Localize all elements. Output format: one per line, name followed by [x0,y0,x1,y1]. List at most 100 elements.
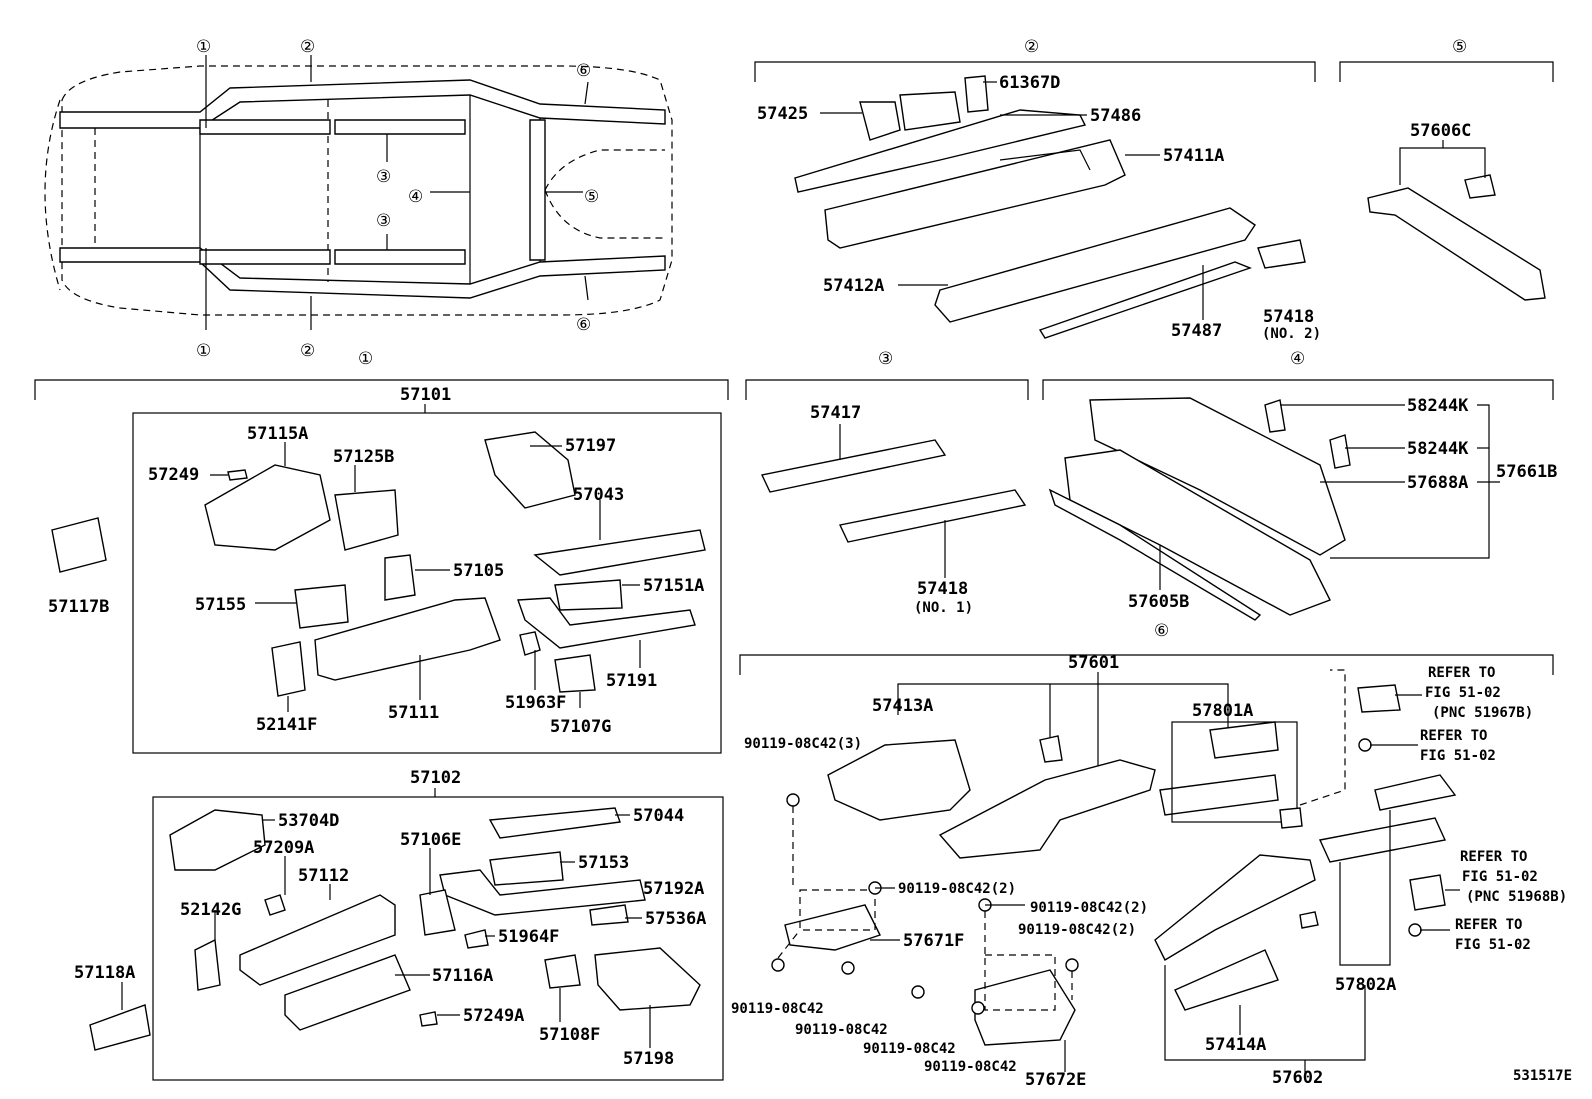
label-57487: 57487 [1171,321,1222,341]
group-1-lower: 57102 57118A 53704 [74,768,724,1081]
refer-note-1-line-1: REFER TO [1428,665,1495,681]
label-51963F: 51963F [505,693,566,713]
label-57412A: 57412A [823,276,884,296]
refer-note-1-line-3: (PNC 51967B) [1432,705,1533,721]
group-4: ④ 58244K 58244K 57688A 57661B 57605B [1042,349,1557,621]
label-58244K-1: 58244K [1407,396,1469,416]
group-6-index: ⑥ [1154,621,1169,641]
label-57418-no1: 57418 [917,579,968,599]
label-57209A: 57209A [253,838,314,858]
label-57601: 57601 [1068,653,1119,673]
group-3: ③ 57417 57418 (NO. 1) [745,349,1029,616]
index-4-frame: ④ [408,187,423,207]
group-3-index: ③ [878,349,893,369]
label-57425: 57425 [757,104,808,124]
label-57044: 57044 [633,806,684,826]
label-57418-no2: 57418 [1263,307,1314,327]
index-6-bottom: ⑥ [576,315,591,335]
label-bolt-b: 90119-08C42 [795,1022,888,1038]
refer-note-3-line-3: (PNC 51968B) [1466,889,1567,905]
diagram-id: 531517E [1513,1068,1572,1084]
label-57671F: 57671F [903,931,964,951]
label-no2: (NO. 2) [1262,326,1321,342]
label-57688A: 57688A [1407,473,1468,493]
label-57801A: 57801A [1192,701,1253,721]
label-bolt-2b: 90119-08C42(2) [1030,900,1148,916]
refer-note-1-line-2: FIG 51-02 [1425,685,1501,701]
index-3-upper: ③ [376,167,391,187]
index-6-top: ⑥ [576,61,591,81]
group-5-index: ⑤ [1452,37,1467,57]
label-52141F: 52141F [256,715,317,735]
label-57661B: 57661B [1496,462,1557,482]
label-57107G: 57107G [550,717,611,737]
label-53704D: 53704D [278,811,339,831]
label-57151A: 57151A [643,576,704,596]
label-57117B: 57117B [48,597,109,617]
vehicle-frame-overview: ① ② ⑥ ③ ④ ⑤ ③ ⑥ ① ② [44,37,673,361]
label-57413A: 57413A [872,696,933,716]
label-57111: 57111 [388,703,439,723]
label-57249: 57249 [148,465,199,485]
label-51964F: 51964F [498,927,559,947]
label-57672E: 57672E [1025,1070,1086,1090]
label-bolt-2a: 90119-08C42(2) [898,881,1016,897]
label-bolt-2c: 90119-08C42(2) [1018,922,1136,938]
index-2-top: ② [300,37,315,57]
index-1-bottom: ① [196,341,211,361]
group-1-index: ① [358,349,373,369]
label-57602: 57602 [1272,1068,1323,1088]
index-2-bottom: ② [300,341,315,361]
index-5-frame: ⑤ [584,187,599,207]
label-bolt-c: 90119-08C42 [863,1041,956,1057]
label-57116A: 57116A [432,966,493,986]
group-2: ② 57425 61367D 57486 57411A 57412A 57487… [754,37,1321,342]
label-57486: 57486 [1090,106,1141,126]
label-57605B: 57605B [1128,592,1189,612]
label-57108F: 57108F [539,1025,600,1045]
group-6: ⑥ 57601 [731,621,1572,1090]
label-57191: 57191 [606,671,657,691]
label-57112: 57112 [298,866,349,886]
label-57043: 57043 [573,485,624,505]
label-no1: (NO. 1) [914,600,973,616]
refer-note-3-line-1: REFER TO [1460,849,1527,865]
index-1-top: ① [196,37,211,57]
label-bolt-a: 90119-08C42 [731,1001,824,1017]
label-57105: 57105 [453,561,504,581]
label-57106E: 57106E [400,830,461,850]
group-1: ① 57101 57117B [34,349,729,754]
label-57125B: 57125B [333,447,394,467]
label-52142G: 52142G [180,900,241,920]
label-57606C: 57606C [1410,121,1471,141]
label-57414A: 57414A [1205,1035,1266,1055]
refer-note-3-line-2: FIG 51-02 [1462,869,1538,885]
refer-note-4-line-1: REFER TO [1455,917,1522,933]
label-bolt-3: 90119-08C42(3) [744,736,862,752]
label-57536A: 57536A [645,909,706,929]
label-57102: 57102 [410,768,461,788]
label-57249A: 57249A [463,1006,524,1026]
label-57198: 57198 [623,1049,674,1069]
label-58244K-2: 58244K [1407,439,1469,459]
label-57118A: 57118A [74,963,135,983]
label-57411A: 57411A [1163,146,1224,166]
index-3-lower: ③ [376,211,391,231]
label-57192A: 57192A [643,879,704,899]
label-57115A: 57115A [247,424,308,444]
refer-note-2-line-2: FIG 51-02 [1420,748,1496,764]
label-57155: 57155 [195,595,246,615]
group-5: ⑤ 57606C [1339,37,1554,301]
refer-note-2-line-1: REFER TO [1420,728,1487,744]
label-61367D: 61367D [999,73,1060,93]
label-57802A: 57802A [1335,975,1396,995]
label-57197: 57197 [565,436,616,456]
label-57153: 57153 [578,853,629,873]
refer-note-4-line-2: FIG 51-02 [1455,937,1531,953]
label-bolt-d: 90119-08C42 [924,1059,1017,1075]
group-2-index: ② [1024,37,1039,57]
label-57417: 57417 [810,403,861,423]
group-4-index: ④ [1290,349,1305,369]
label-57101: 57101 [400,385,451,405]
